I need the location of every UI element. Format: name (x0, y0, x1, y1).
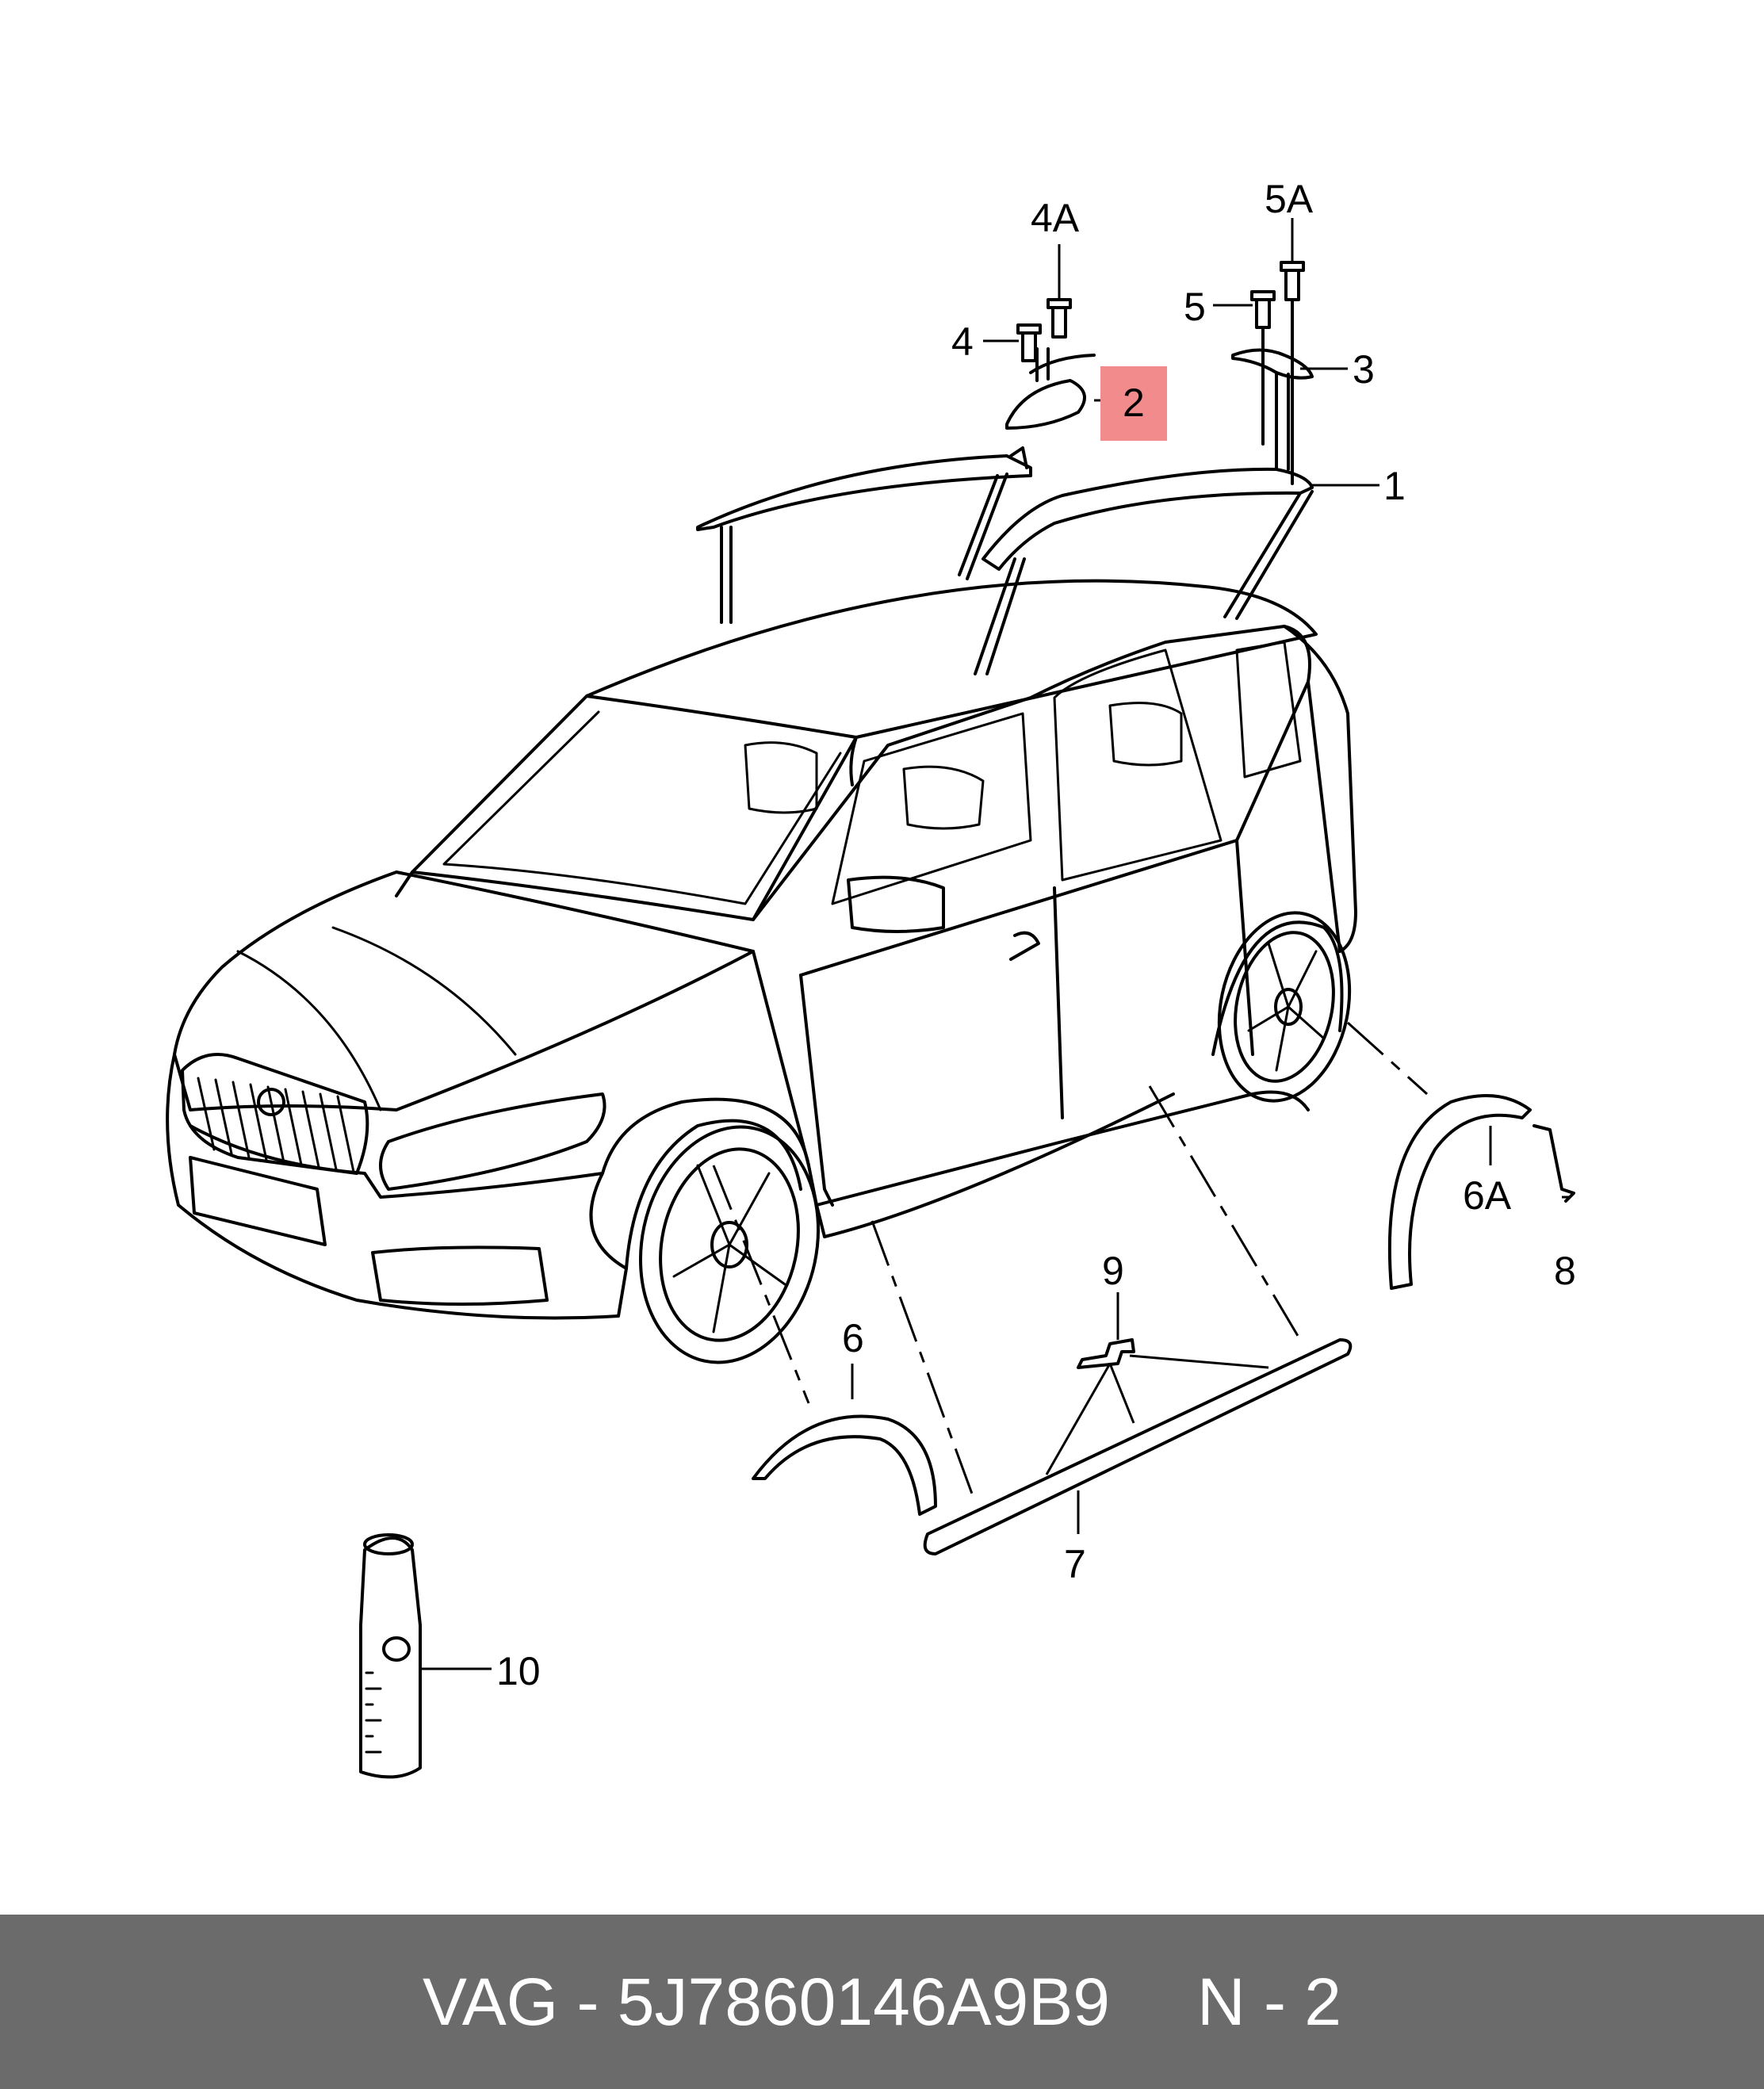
callout-2: 2 (1123, 381, 1145, 425)
callout-5: 5 (1184, 285, 1206, 329)
door-handle (1009, 931, 1040, 961)
callout-4: 4 (951, 319, 974, 364)
part-2-cap (1005, 347, 1096, 430)
assembly-lines (712, 1021, 1429, 1503)
grille (197, 1077, 355, 1173)
car-illustration (166, 579, 1357, 1364)
badge-icon (257, 1088, 285, 1116)
parts-diagram: 1 2 3 4 4A 5 5A 6 6A 7 8 9 10 (166, 177, 1576, 1779)
part-6a-wheel-arch-trim (1387, 1094, 1532, 1290)
side-mirror (847, 875, 945, 933)
position-label: N - 2 (1197, 1964, 1342, 2039)
part-9-clip (1077, 1338, 1135, 1369)
callout-3: 3 (1353, 347, 1375, 392)
callout-8: 8 (1554, 1249, 1576, 1293)
part-4-rivet (1016, 323, 1042, 362)
part-5a-rivet (1280, 261, 1305, 485)
license-plate (189, 1156, 327, 1246)
callout-7: 7 (1064, 1542, 1086, 1586)
part-number-footer: VAG - 5J7860146A9B9 N - 2 (0, 1915, 1764, 2089)
part-4a-rivet (1047, 298, 1072, 339)
part-8-clip (1532, 1124, 1575, 1203)
part-6-wheel-arch-trim (752, 1414, 937, 1516)
front-wheel (638, 1125, 821, 1364)
callout-10: 10 (496, 1649, 541, 1693)
callout-6a: 6A (1463, 1173, 1512, 1218)
rear-wheel (1217, 911, 1352, 1103)
highlight-box (1100, 366, 1167, 441)
part-5-rivet (1250, 290, 1276, 446)
callout-4a: 4A (1031, 196, 1080, 240)
leader-lines (420, 218, 1570, 1670)
fog-lamp (371, 1245, 549, 1306)
callout-9: 9 (1102, 1249, 1124, 1293)
callout-5a: 5A (1265, 177, 1314, 221)
callout-1: 1 (1383, 464, 1406, 508)
callout-6: 6 (842, 1316, 864, 1360)
part-10-adhesive-bottle (359, 1533, 422, 1779)
part-1-roof-rails (696, 446, 1314, 675)
part-7-sill-strip (923, 1338, 1353, 1555)
part-number-label: VAG - 5J7860146A9B9 (422, 1964, 1110, 2039)
